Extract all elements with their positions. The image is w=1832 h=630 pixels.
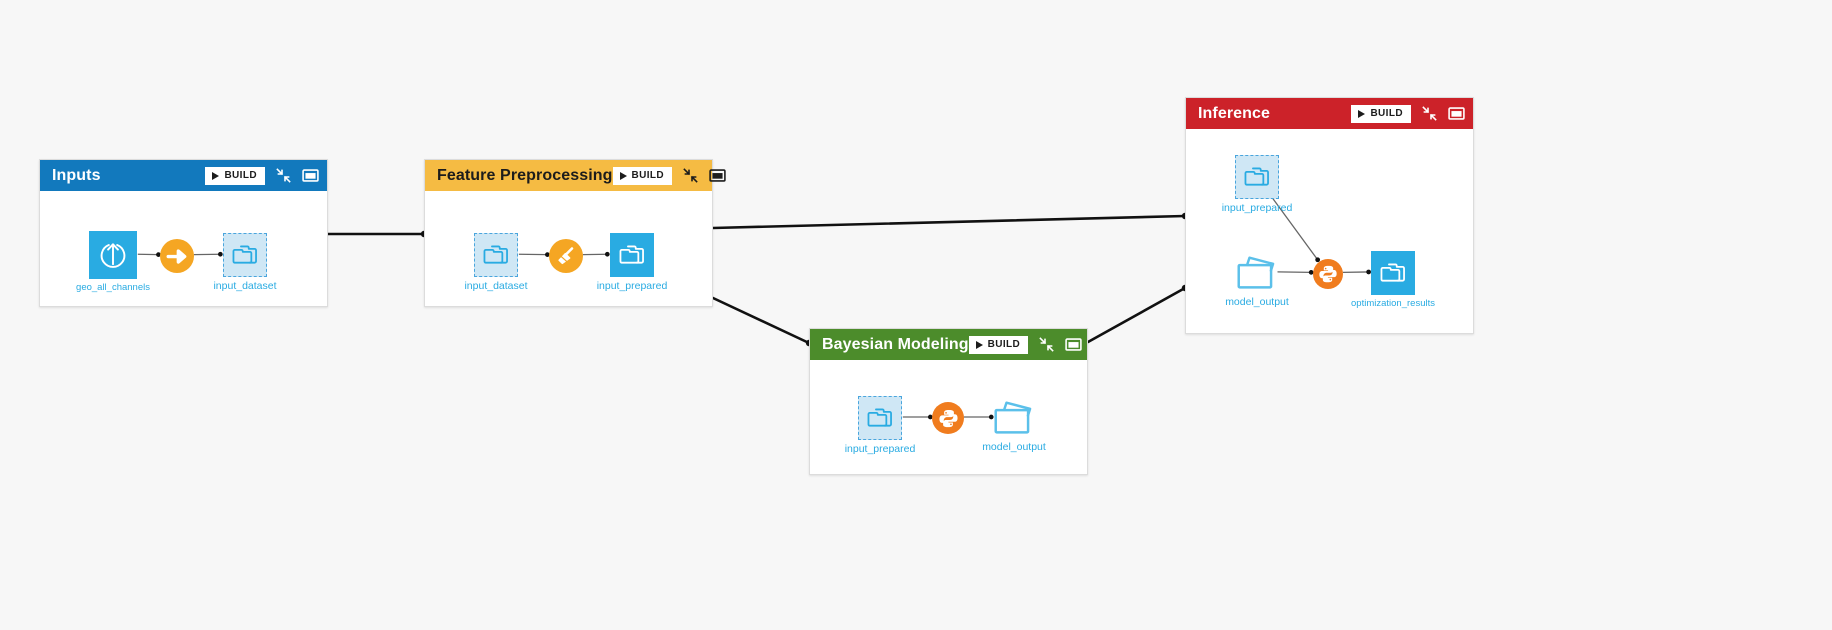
node-icon-box[interactable] bbox=[223, 233, 267, 277]
node-label: input_dataset bbox=[464, 280, 528, 292]
zone-title: Inputs bbox=[52, 166, 101, 184]
zone-header-inference[interactable]: Inference BUILD bbox=[1186, 98, 1473, 129]
node-icon-box[interactable] bbox=[992, 398, 1036, 438]
zone-header-controls: BUILD bbox=[612, 166, 726, 185]
upload-circle-icon bbox=[99, 241, 127, 269]
node-label: input_prepared bbox=[1221, 202, 1293, 214]
node-prepare_recipe[interactable] bbox=[549, 239, 583, 273]
folder-icon bbox=[1244, 166, 1270, 187]
node-geo_all_channels[interactable]: geo_all_channels bbox=[76, 231, 150, 293]
folder-icon bbox=[1380, 262, 1406, 283]
zone-title: Bayesian Modeling bbox=[822, 335, 969, 353]
build-button-label: BUILD bbox=[631, 169, 665, 181]
node-bm_python_recipe[interactable] bbox=[932, 402, 964, 434]
broom-icon bbox=[553, 243, 580, 270]
node-fp_input_prepared[interactable]: input_prepared bbox=[597, 233, 667, 293]
node-icon-box[interactable] bbox=[474, 233, 518, 277]
node-connector-layer bbox=[137, 251, 223, 257]
node-icon-box[interactable] bbox=[1371, 251, 1415, 295]
node-icon-box[interactable] bbox=[932, 402, 964, 434]
folder-icon bbox=[867, 407, 893, 428]
node-icon-box[interactable] bbox=[89, 231, 137, 279]
sync-arrow-icon bbox=[164, 243, 191, 270]
node-inf_python_recipe[interactable] bbox=[1313, 259, 1343, 289]
node-connector-layer bbox=[518, 251, 610, 257]
zone-body-bayesian_modeling[interactable]: input_prepared model_output bbox=[810, 360, 1087, 474]
play-triangle-icon bbox=[619, 171, 627, 180]
build-button-label: BUILD bbox=[987, 338, 1021, 350]
zone-body-inference[interactable]: input_prepared model_output optimization_r… bbox=[1186, 129, 1473, 333]
zone-header-controls: BUILD bbox=[205, 166, 319, 185]
node-label: optimization_results bbox=[1351, 298, 1435, 309]
node-bm_input_prepared[interactable]: input_prepared bbox=[845, 396, 915, 456]
build-button[interactable]: BUILD bbox=[968, 335, 1029, 354]
collapse-arrows-icon[interactable] bbox=[1422, 106, 1437, 121]
node-icon-box[interactable] bbox=[610, 233, 654, 277]
node-label: input_dataset bbox=[213, 280, 277, 292]
node-inf_input_prepared[interactable]: input_prepared bbox=[1222, 155, 1292, 215]
zone-bayesian_modeling[interactable]: Bayesian Modeling BUILD input_prepared mode… bbox=[809, 328, 1088, 475]
build-button[interactable]: BUILD bbox=[1351, 104, 1411, 123]
folder-icon bbox=[483, 244, 509, 265]
build-button-label: BUILD bbox=[224, 169, 257, 181]
node-label: geo_all_channels bbox=[76, 282, 150, 293]
window-maximize-icon[interactable] bbox=[1065, 337, 1082, 352]
window-maximize-icon[interactable] bbox=[709, 168, 726, 183]
zone-body-inputs[interactable]: geo_all_channels input_dataset bbox=[40, 191, 327, 306]
play-triangle-icon bbox=[1358, 109, 1366, 118]
collapse-arrows-icon[interactable] bbox=[683, 168, 698, 183]
node-fp_input_dataset[interactable]: input_dataset bbox=[464, 233, 528, 293]
zone-header-controls: BUILD bbox=[1351, 104, 1465, 123]
folder-icon bbox=[232, 244, 258, 265]
node-sync_recipe[interactable] bbox=[160, 239, 194, 273]
zone-body-feature_preprocessing[interactable]: input_dataset input_prepared bbox=[425, 191, 712, 306]
zone-header-feature_preprocessing[interactable]: Feature Preprocessing BUILD bbox=[425, 160, 726, 191]
node-inf_model_output[interactable]: model_output bbox=[1225, 253, 1289, 309]
node-inf_optimization_results[interactable]: optimization_results bbox=[1351, 251, 1435, 309]
folder-icon bbox=[619, 244, 645, 265]
node-input_dataset[interactable]: input_dataset bbox=[213, 233, 277, 293]
node-label: model_output bbox=[982, 441, 1046, 453]
window-maximize-icon[interactable] bbox=[1448, 106, 1465, 121]
zone-header-inputs[interactable]: Inputs BUILD bbox=[40, 160, 327, 191]
node-label: model_output bbox=[1225, 296, 1289, 308]
node-connector-layer bbox=[902, 414, 994, 420]
node-icon-box[interactable] bbox=[1235, 253, 1279, 293]
zone-inference[interactable]: Inference BUILD input_prepared model_output… bbox=[1185, 97, 1474, 334]
node-icon-box[interactable] bbox=[160, 239, 194, 273]
play-triangle-icon bbox=[975, 340, 983, 349]
python-icon bbox=[1317, 263, 1339, 285]
zone-title: Inference bbox=[1198, 104, 1271, 122]
zone-inputs[interactable]: Inputs BUILD geo_all_channels input_dataset bbox=[39, 159, 328, 307]
collapse-arrows-icon[interactable] bbox=[1039, 337, 1054, 352]
collapse-arrows-icon[interactable] bbox=[276, 168, 291, 183]
node-label: input_prepared bbox=[596, 280, 668, 292]
build-button[interactable]: BUILD bbox=[205, 166, 265, 185]
build-button[interactable]: BUILD bbox=[612, 166, 673, 185]
play-triangle-icon bbox=[212, 171, 220, 180]
python-icon bbox=[937, 407, 960, 430]
zone-title: Feature Preprocessing bbox=[437, 166, 613, 184]
node-label: input_prepared bbox=[844, 443, 916, 455]
node-icon-box[interactable] bbox=[858, 396, 902, 440]
zone-header-bayesian_modeling[interactable]: Bayesian Modeling BUILD bbox=[810, 329, 1087, 360]
node-icon-box[interactable] bbox=[549, 239, 583, 273]
managed-folder-icon bbox=[1236, 254, 1278, 291]
zone-header-controls: BUILD bbox=[968, 335, 1082, 354]
window-maximize-icon[interactable] bbox=[302, 168, 319, 183]
managed-folder-icon bbox=[993, 399, 1035, 436]
node-icon-box[interactable] bbox=[1235, 155, 1279, 199]
node-icon-box[interactable] bbox=[1313, 259, 1343, 289]
node-bm_model_output[interactable]: model_output bbox=[982, 398, 1046, 454]
build-button-label: BUILD bbox=[1370, 107, 1403, 119]
